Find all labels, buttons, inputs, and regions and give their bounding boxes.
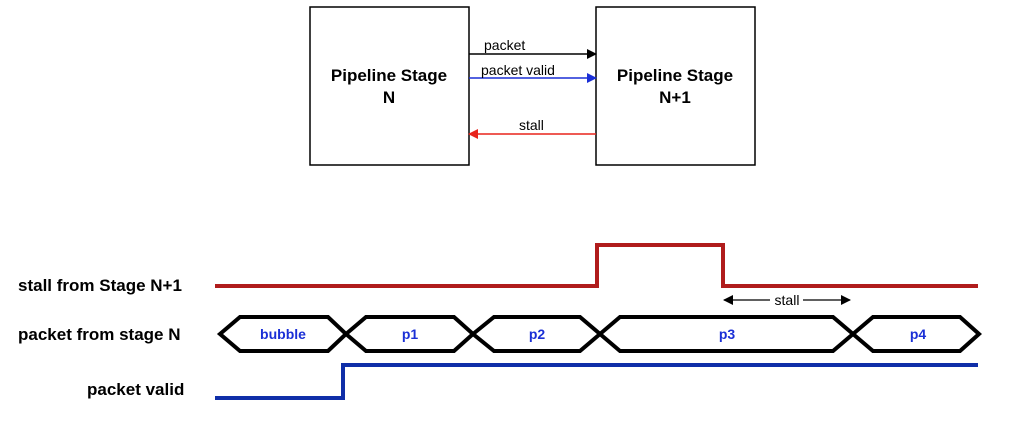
stage-n-box <box>309 6 470 166</box>
stage-n1-label-line2: N+1 <box>659 88 691 107</box>
stage-n1-label-line1: Pipeline Stage <box>617 66 733 85</box>
packet-p2-label: p2 <box>529 326 546 342</box>
stall-arrow-label: stall <box>519 117 544 133</box>
packet-p1-label: p1 <box>402 326 419 342</box>
valid-waveform <box>215 363 978 400</box>
packet-valid-arrow-label: packet valid <box>481 62 555 78</box>
packet-bubble-label: bubble <box>260 326 306 342</box>
valid-row-label: packet valid <box>87 380 184 399</box>
packet-p3-label: p3 <box>719 326 736 342</box>
packet-row-label: packet from stage N <box>18 325 181 344</box>
stall-waveform <box>215 243 978 288</box>
stage-n-label-line1: Pipeline Stage <box>331 66 447 85</box>
stage-n1-box <box>595 6 756 166</box>
packet-p4-shape <box>849 315 982 353</box>
stall-row-label: stall from Stage N+1 <box>18 276 182 295</box>
packet-arrow-label: packet <box>484 37 525 53</box>
packet-p4-label: p4 <box>910 326 927 342</box>
stage-n-label-line2: N <box>383 88 395 107</box>
stall-duration-label: stall <box>775 292 800 308</box>
